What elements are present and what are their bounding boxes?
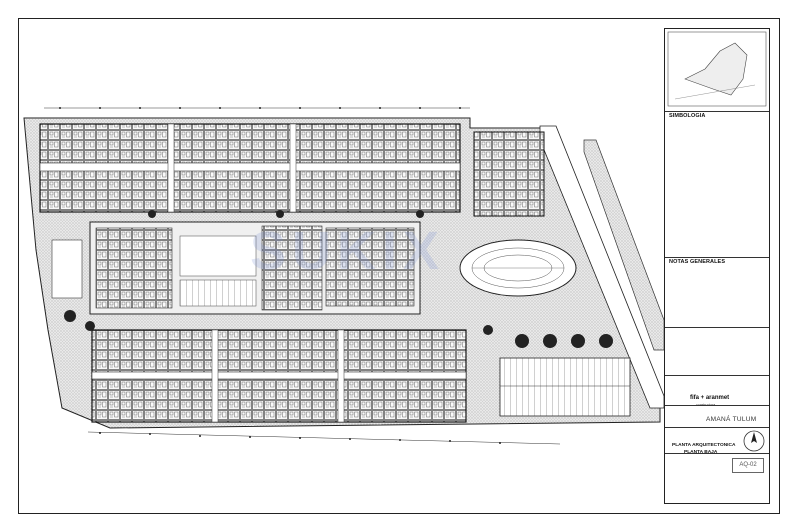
parking-lot [499,357,631,417]
project-name: AMANÁ TULUM [706,416,757,423]
drawing-title-cell [665,427,769,453]
notes-cell: NOTAS GENERALES [665,257,769,327]
sheet-info-cell [665,453,769,503]
drawing-title: PLANTA ARQUITECTONICA [672,443,736,448]
sheet-number: AQ-02 [732,458,764,473]
drawing-subtitle: PLANTA BAJA [684,450,718,455]
location-map [667,31,767,107]
drawing-sheet-border [18,18,780,514]
north-arrow-icon [743,430,765,452]
notes-label: NOTAS GENERALES [669,259,726,265]
symbology-cell: SIMBOLOGIA [665,111,769,257]
brand-cell [665,375,769,405]
watermark: SUKIX [250,221,446,281]
project-cell [665,405,769,427]
revisions-cell [665,327,769,375]
trees [64,210,613,348]
firm-logo: fifa + aranmet [690,395,730,401]
title-block: SIMBOLOGIA NOTAS GENERALES [664,28,770,504]
clubhouse [473,131,545,217]
firm-subtitle: constructora [696,403,716,407]
dimension-lines [44,107,561,445]
dimension-ticks [59,107,501,444]
symbology-label: SIMBOLOGIA [669,113,706,119]
